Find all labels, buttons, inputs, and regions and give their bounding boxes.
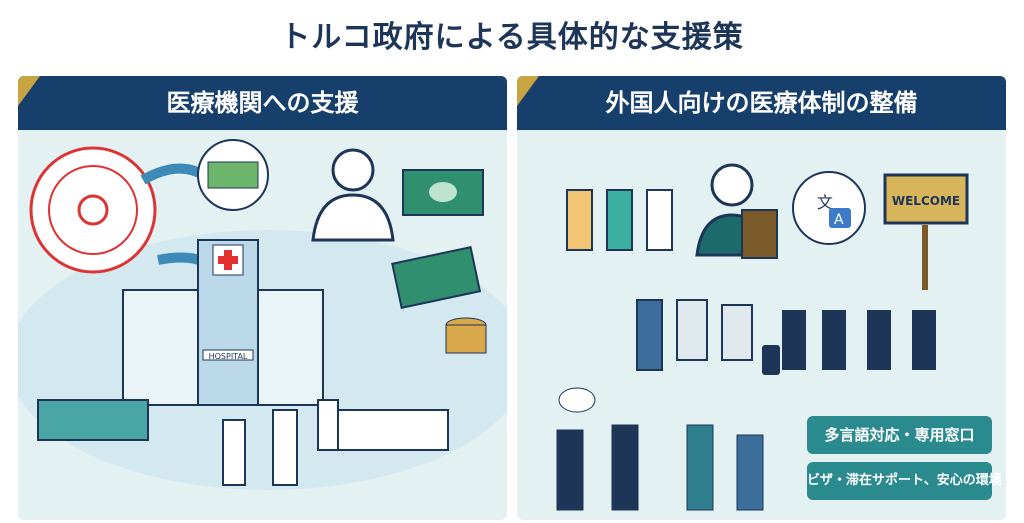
foreigner-medical-system-panel: 外国人向けの医療体制の整備 文 A WELCOME 多言語対応・専用窓口 ビザ・… — [517, 76, 1006, 520]
panel-header: 外国人向けの医療体制の整備 — [517, 76, 1006, 130]
foreigner-support-illustration: 文 A WELCOME — [556, 163, 969, 511]
traveler-icon — [636, 299, 663, 371]
passport-officer-icon — [695, 163, 778, 259]
banknote-icon — [402, 169, 484, 216]
panel-header-label: 外国人向けの医療体制の整備 — [605, 89, 918, 117]
government-seal-icon — [29, 146, 157, 274]
money-icon — [197, 139, 269, 211]
svg-text:文: 文 — [817, 193, 833, 212]
page-title: トルコ政府による具体的な支援策 — [280, 20, 744, 55]
gate-icon — [676, 299, 753, 361]
coins-icon — [445, 317, 487, 354]
multilingual-support-badge: 多言語対応・専用窓口 — [807, 416, 992, 454]
greeting-people-icon — [556, 387, 764, 511]
medical-staff-icon — [222, 399, 339, 486]
welcome-sign-icon: WELCOME — [883, 173, 969, 290]
people-silhouettes-icon — [762, 310, 936, 375]
doctor-icon — [311, 148, 395, 242]
tourists-icon — [566, 189, 673, 251]
hospital-building-icon: HOSPITAL — [122, 239, 324, 406]
panel-header-label: 医療機関への支援 — [166, 89, 359, 117]
hospital-illustration: HOSPITAL — [18, 139, 507, 490]
translate-icon: 文 A — [792, 171, 866, 245]
gold-corner-accent — [517, 76, 539, 106]
hospital-sign: HOSPITAL — [209, 352, 248, 361]
svg-text:A: A — [834, 212, 844, 228]
medical-institution-support-panel: 医療機関への支援 HOSPITAL — [18, 76, 507, 520]
arrow-icon — [140, 163, 206, 185]
welcome-sign-text: WELCOME — [892, 194, 960, 208]
panel-header: 医療機関への支援 — [18, 76, 507, 130]
banknote-icon — [391, 245, 482, 309]
gold-corner-accent — [18, 76, 40, 106]
visa-support-badge: ビザ・滞在サポート、安心の環境 — [807, 462, 1002, 500]
